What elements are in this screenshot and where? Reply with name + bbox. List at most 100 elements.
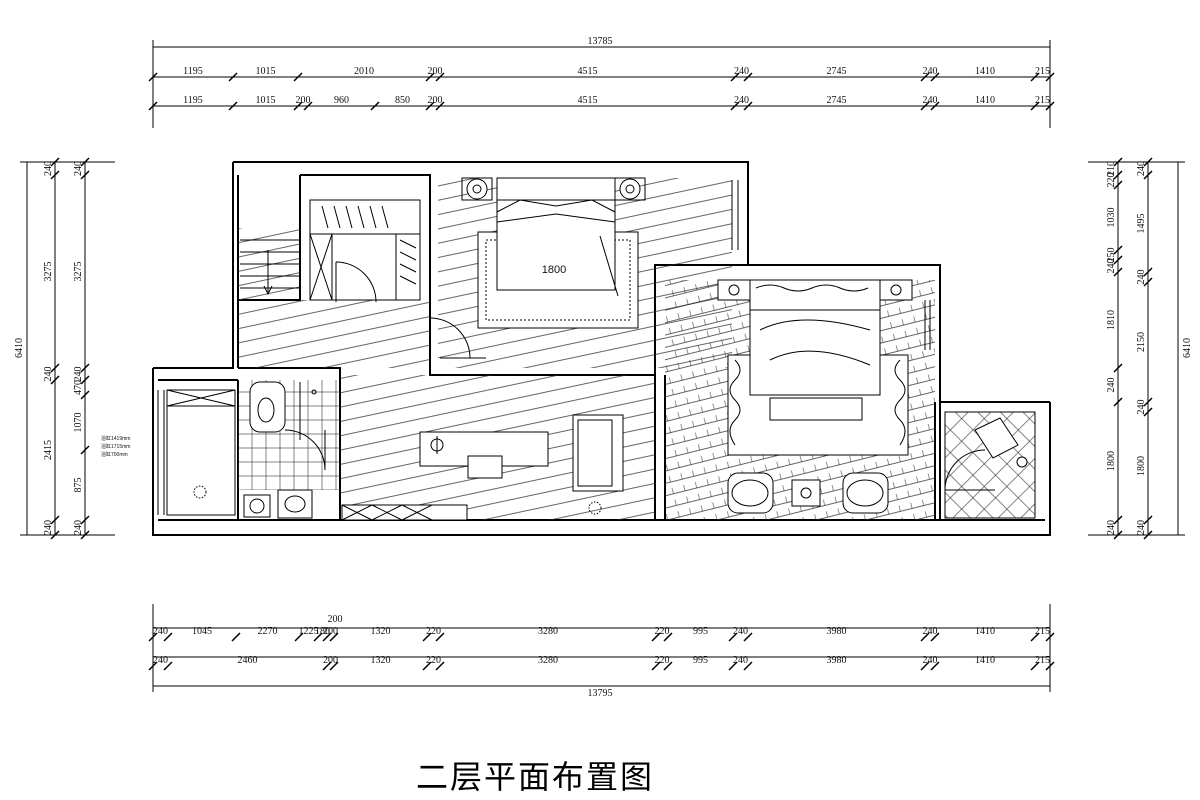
dimension-value: 240 — [1106, 259, 1117, 274]
dimension-value: 215 — [1035, 95, 1050, 106]
dimension-tick — [293, 72, 303, 82]
dimension-tick — [663, 632, 673, 642]
dimension-tick — [1113, 180, 1123, 190]
dimension-tick — [728, 661, 738, 671]
dimension-tick — [1045, 72, 1055, 82]
balcony — [944, 417, 1028, 491]
dimension-value: 2745 — [827, 95, 847, 106]
dimension-value: 1410 — [975, 655, 995, 666]
dimension-value: 1495 — [1136, 214, 1147, 234]
dimension-value: 4515 — [578, 66, 598, 77]
dimension-value: 1410 — [975, 66, 995, 77]
dimension-value: 1800 — [1136, 456, 1147, 476]
bedroom-1: 1800 — [461, 177, 646, 329]
dimension-tick — [435, 72, 445, 82]
dimension-value: 1810 — [1106, 310, 1117, 330]
left-overall-dimension: 6410 — [14, 338, 25, 358]
dimension-tick — [930, 632, 940, 642]
dimension-tick — [728, 632, 738, 642]
dimension-tick — [1113, 267, 1123, 277]
dimension-value: 995 — [693, 655, 708, 666]
dimension-value: 215 — [1035, 66, 1050, 77]
dimension-tick — [148, 661, 158, 671]
dimension-tick — [148, 101, 158, 111]
dimension-tick — [50, 170, 60, 180]
dimension-tick — [50, 375, 60, 385]
dimension-value: 220 — [426, 655, 441, 666]
door-bedroom-1 — [429, 317, 486, 359]
right-dimension-chains — [1088, 161, 1185, 536]
dimension-value: 1320 — [371, 626, 391, 637]
dimension-value: 875 — [73, 478, 84, 493]
dimension-tick — [651, 632, 661, 642]
dimension-value: 200 — [323, 626, 338, 637]
dimension-tick — [163, 632, 173, 642]
dimension-tick — [1113, 515, 1123, 525]
dimension-value: 240 — [923, 66, 938, 77]
dimension-value: 470 — [73, 380, 84, 395]
dimension-tick — [80, 530, 90, 540]
dimension-tick — [80, 445, 90, 455]
dimension-tick — [663, 661, 673, 671]
dimension-value: 850 — [395, 95, 410, 106]
dimension-tick — [920, 632, 930, 642]
bed-size-label: 1800 — [542, 264, 566, 276]
dimension-value: 210 — [1106, 161, 1117, 176]
living-furniture — [341, 414, 624, 521]
dimension-value: 1195 — [183, 66, 203, 77]
left-dimension-chains — [20, 161, 115, 536]
dimension-value: 1070 — [73, 413, 84, 433]
windows — [157, 180, 931, 515]
bathroom — [166, 381, 326, 519]
dimension-value: 1225 — [299, 626, 319, 637]
dimension-tick — [743, 72, 753, 82]
dimension-tick — [50, 363, 60, 373]
plan-title: 二层平面布置图 — [416, 758, 655, 796]
dimension-tick — [1045, 632, 1055, 642]
dimension-tick — [148, 632, 158, 642]
dimension-tick — [80, 170, 90, 180]
dimension-value: 220 — [655, 655, 670, 666]
dimension-tick — [651, 661, 661, 671]
dimension-tick — [1045, 101, 1055, 111]
dimension-tick — [1113, 363, 1123, 373]
dimension-value: 1410 — [975, 95, 995, 106]
dimension-tick — [1143, 267, 1153, 277]
dimension-value: 240 — [43, 161, 54, 176]
dimension-tick — [1143, 515, 1153, 525]
dimension-value: 3280 — [538, 655, 558, 666]
dimension-tick — [80, 157, 90, 167]
dimension-value: 240 — [1136, 270, 1147, 285]
dimension-value: 240 — [733, 626, 748, 637]
dimension-tick — [920, 72, 930, 82]
bedroom-2 — [717, 279, 913, 514]
dimension-tick — [80, 363, 90, 373]
dimension-value: 240 — [43, 520, 54, 535]
bathtub-note: 浴缸1419mm — [101, 435, 130, 442]
dimension-value: 2010 — [354, 66, 374, 77]
dimension-tick — [422, 661, 432, 671]
dimension-tick — [80, 515, 90, 525]
dimension-value: 2415 — [43, 440, 54, 460]
dimension-tick — [1030, 101, 1040, 111]
dimension-value: 240 — [734, 66, 749, 77]
right-overall-dimension: 6410 — [1182, 338, 1193, 358]
dimension-value: 3275 — [73, 262, 84, 282]
dimension-value: 200 — [428, 95, 443, 106]
dimension-tick — [920, 101, 930, 111]
dimension-value: 240 — [73, 520, 84, 535]
dimension-value: 3980 — [827, 655, 847, 666]
dimension-tick — [313, 632, 323, 642]
dimension-value: 200 — [323, 655, 338, 666]
dimension-tick — [1143, 157, 1153, 167]
dimension-value: 240 — [73, 161, 84, 176]
dimension-value: 2150 — [1136, 332, 1147, 352]
